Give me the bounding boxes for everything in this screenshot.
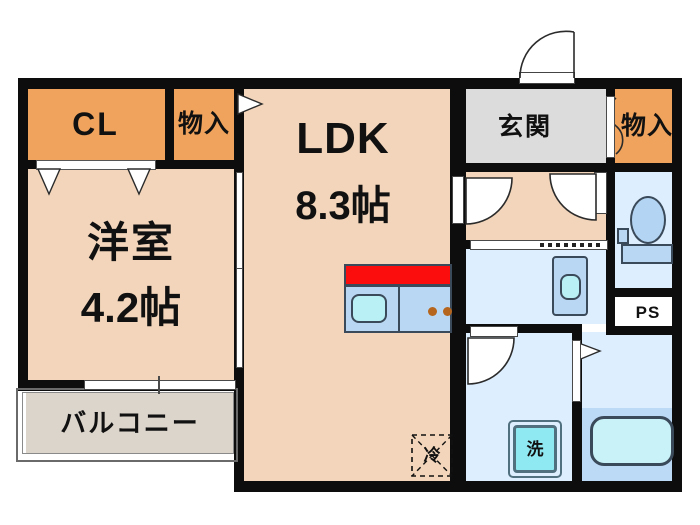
- label-pipe-space: PS: [635, 302, 661, 322]
- louver-detail: [540, 243, 604, 247]
- storage-left-door-icon[interactable]: [236, 92, 266, 118]
- laundry-door-swing[interactable]: [466, 336, 518, 388]
- wall-ps-bottom: [606, 326, 682, 335]
- balcony-window-mullion: [158, 376, 160, 394]
- label-closet-cl: CL: [72, 106, 119, 142]
- washing-machine-icon: [513, 425, 557, 473]
- washbasin-icon: [560, 274, 581, 300]
- storage-right-floor: [614, 88, 682, 164]
- storage-right-door-panel[interactable]: [606, 96, 615, 158]
- label-entrance: 玄関: [497, 112, 552, 141]
- bathroom-floor: [582, 332, 682, 408]
- balcony-window-panel-a[interactable]: [84, 380, 236, 390]
- label-ldk-name: LDK: [296, 114, 390, 163]
- stove-burner-icon: [428, 307, 437, 316]
- bathtub-icon: [590, 416, 674, 466]
- pipe-space-floor: [614, 296, 682, 328]
- ldk-door-swing[interactable]: [464, 176, 516, 230]
- wall-ldk-right: [450, 78, 466, 492]
- entrance-door-swing[interactable]: [516, 28, 582, 80]
- bedroom-sliding-door-panel-a[interactable]: [236, 172, 243, 272]
- closet-cl-floor: [26, 88, 165, 160]
- label-storage-left: 物入: [177, 109, 230, 138]
- label-ldk-size: 8.3帖: [295, 184, 391, 228]
- ldk-door-panel[interactable]: [452, 176, 464, 224]
- label-bedroom-size: 4.2帖: [80, 284, 182, 331]
- wall-bath-divider: [572, 324, 582, 492]
- balcony-inner-outline: [22, 392, 234, 454]
- bedroom-floor: [26, 168, 236, 383]
- label-bedroom-name: 洋室: [86, 219, 175, 266]
- kitchen-backsplash: [344, 264, 452, 286]
- wall-toilet-bottom: [606, 288, 682, 297]
- bathroom-door-panel[interactable]: [572, 340, 581, 402]
- toilet-tank-icon: [621, 244, 673, 264]
- storage-left-floor: [173, 88, 236, 160]
- wall-right: [672, 78, 682, 492]
- sink-icon: [351, 294, 387, 323]
- label-refrigerator: 冷: [423, 445, 441, 465]
- toilet-icon: [630, 196, 666, 244]
- closet-door-track[interactable]: [36, 160, 156, 170]
- wall-top: [18, 78, 682, 89]
- label-storage-right: 物入: [620, 111, 673, 140]
- entrance-floor: [466, 88, 606, 164]
- toilet-handle-icon: [617, 228, 629, 244]
- refrigerator-icon: [411, 434, 453, 477]
- label-washing-machine: 洗: [526, 439, 544, 459]
- laundry-door-panel[interactable]: [470, 326, 518, 337]
- wall-entrance-bottom: [460, 163, 682, 172]
- closet-folding-door-icon[interactable]: [30, 168, 160, 198]
- wall-left: [18, 78, 28, 390]
- powder-room-threshold: [470, 240, 608, 250]
- wall-powder-bottom: [460, 324, 580, 333]
- label-balcony: バルコニー: [60, 408, 200, 438]
- bedroom-sliding-door-panel-b[interactable]: [236, 268, 243, 368]
- stove-burner-icon: [443, 307, 452, 316]
- balcony-floor: [26, 393, 236, 453]
- wall-closet-divider: [165, 85, 174, 163]
- hallway-door-swing[interactable]: [548, 172, 598, 222]
- kitchen-counter-divider: [398, 285, 400, 333]
